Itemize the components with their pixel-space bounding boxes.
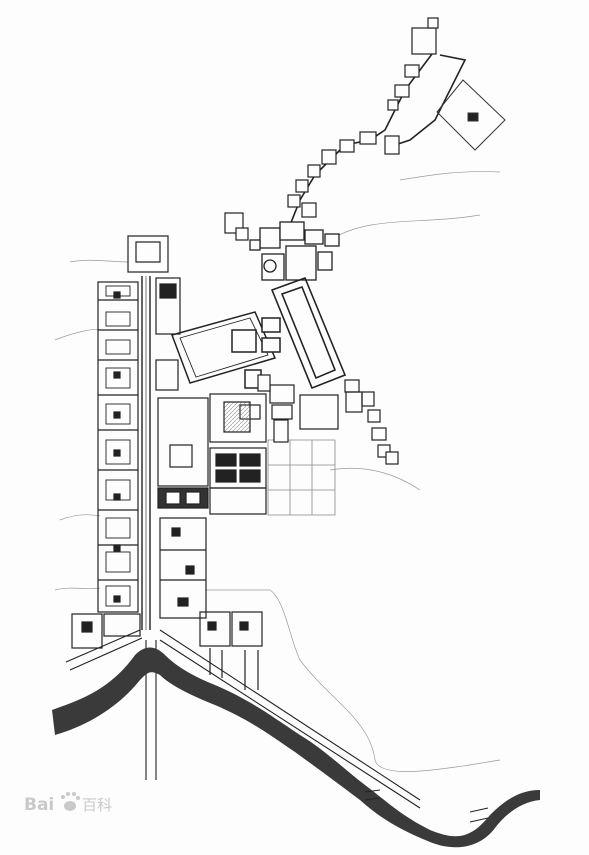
south-blocks [71,611,263,690]
river-bridges [364,789,489,823]
central-avenue [141,276,151,630]
river [52,647,540,848]
field-grid [267,439,336,516]
roads [65,629,421,809]
watermark-brand-latin: Bai [24,795,54,815]
shrine-blocks [224,17,439,241]
west-town-markers [113,291,121,603]
west-town [97,235,169,613]
paw-icon [61,792,80,811]
watermark: Bai 百科 [24,792,112,815]
central-palace [171,311,281,389]
terrain-contours [54,171,501,772]
great-court [270,276,347,390]
east-town [155,277,267,619]
west-town-courts [105,285,131,607]
east-annex [344,379,399,465]
watermark-brand-cn: 百科 [82,796,112,814]
hilltop-enclosure [436,79,506,151]
palace-cluster [249,221,340,281]
